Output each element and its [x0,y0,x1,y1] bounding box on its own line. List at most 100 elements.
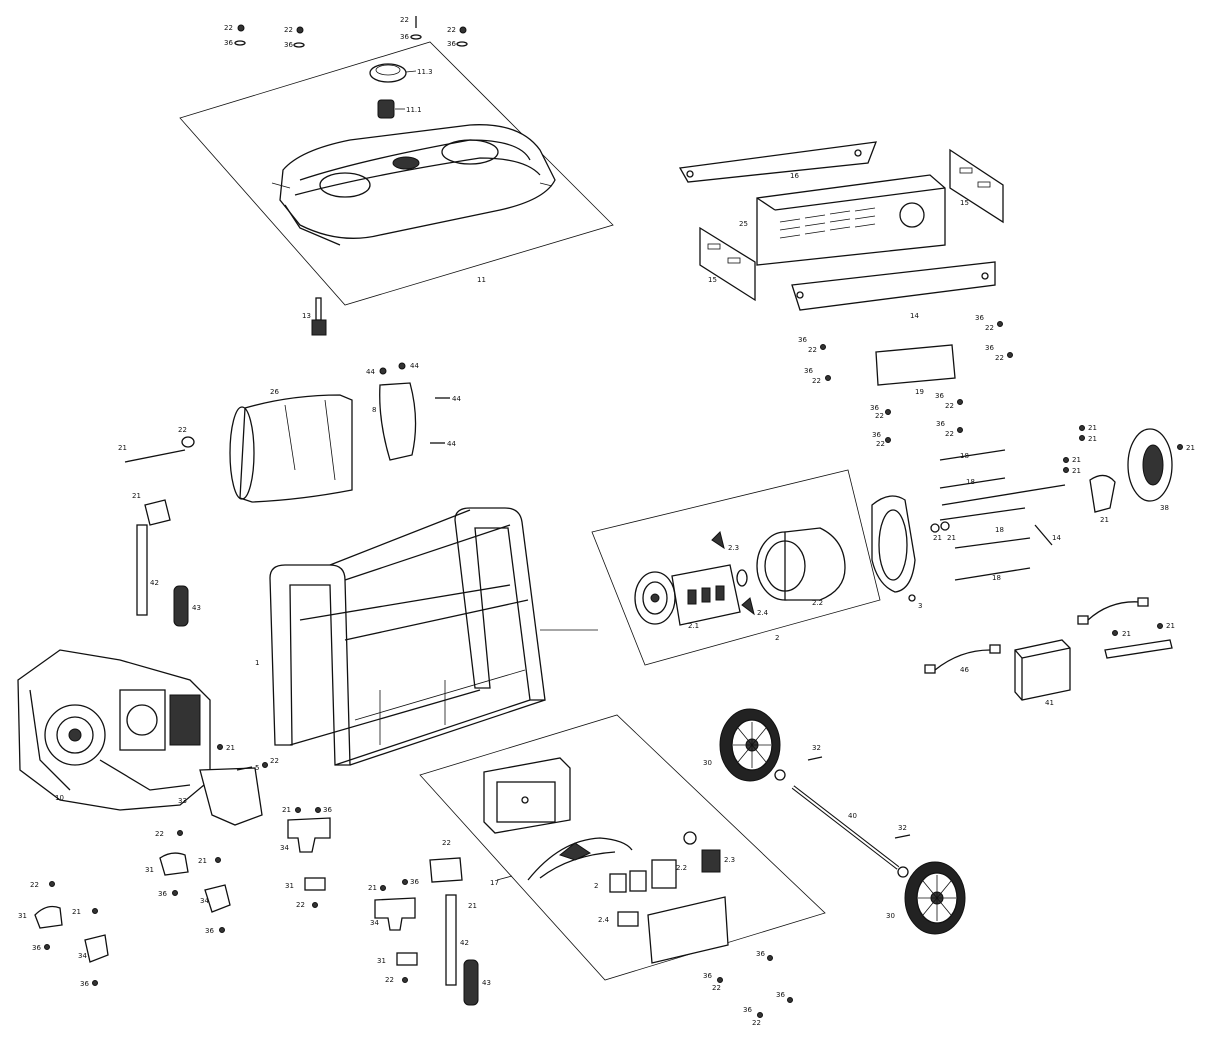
frame: 1 [255,507,598,766]
callout-washer-1: 36 [224,39,233,47]
svg-text:22: 22 [712,984,721,992]
svg-text:44: 44 [447,440,456,448]
svg-text:36: 36 [32,944,41,952]
svg-text:18: 18 [966,478,975,486]
end-cover: 3 [871,495,922,610]
callout-side-plate-right: 15 [960,199,969,207]
svg-text:18: 18 [992,574,1001,582]
stator: 2.2 [756,527,846,607]
wire-harness: 46 [924,597,1149,674]
svg-text:22: 22 [296,901,305,909]
callout-engine-shield: 33 [178,797,187,805]
fuel-tank: 11 [271,124,556,284]
svg-text:44: 44 [410,362,419,370]
alternator-plane [591,469,881,666]
tank-cap: 11.3 [369,63,433,83]
svg-text:36: 36 [80,980,89,988]
callout-wheel-lower: 30 [886,912,895,920]
alternator-group: 2.1 2.2 2.3 2.4 2 [591,469,881,666]
svg-text:22: 22 [30,881,39,889]
tank-filter: 11.1 [377,99,422,119]
screw-washer-1: 22 36 [224,24,246,47]
mounts-left-group: 22 31 36 21 34 36 22 31 21 36 34 36 [18,830,231,988]
side-plate-right: 15 [949,148,1004,224]
svg-text:21: 21 [132,492,141,500]
callout-cotter-pin-b: 32 [898,824,907,832]
callout-tank-cap: 11.3 [417,68,433,76]
svg-text:31: 31 [285,882,294,890]
mounts-center-group: 21 36 34 31 22 21 36 34 31 22 22 21 42 4… [280,806,513,1006]
callout-fuel-cock: 13 [302,312,311,320]
svg-text:34: 34 [200,897,209,905]
mount-a: 22 31 36 21 34 36 [145,830,231,935]
svg-text:36: 36 [323,806,332,814]
callout-stator: 2.2 [812,599,823,607]
battery-strap: 21 21 [1104,622,1175,659]
svg-text:21: 21 [72,908,81,916]
svg-text:5: 5 [255,764,259,772]
callout-screw-3: 22 [400,16,409,24]
muffler-bolts: 44 44 44 44 [366,362,461,448]
fan-cover: 38 [1127,428,1173,512]
callout-tank-filter: 11.1 [406,106,422,114]
svg-text:22: 22 [385,976,394,984]
bottom-rail: 14 [791,261,996,320]
cotter-pins: 32 32 [807,744,911,839]
callout-rotor: 2.1 [688,622,699,630]
svg-text:36: 36 [985,344,994,352]
callout-cotter-pin-a: 32 [812,744,821,752]
control-components: 2 2.2 2.3 2.4 [594,831,735,964]
svg-text:34: 34 [370,919,379,927]
callout-handle-grip-right: 43 [482,979,491,987]
callout-side-plate-left: 15 [708,276,717,284]
callout-end-cover: 3 [918,602,922,610]
svg-text:21: 21 [1166,622,1175,630]
callout-top-rail: 16 [790,172,799,180]
svg-text:21: 21 [1186,444,1195,452]
svg-text:22: 22 [876,440,885,448]
callout-fan-cover: 38 [1160,504,1169,512]
svg-text:14: 14 [1052,534,1061,542]
callout-handle-support-left: 42 [150,579,159,587]
wheel-upper: 30 [703,708,781,782]
svg-text:36: 36 [870,404,879,412]
callout-handle-support-right: 42 [460,939,469,947]
handle-support-left: 42 [136,524,159,616]
screw-washer-2: 22 36 [284,26,305,49]
callout-washer-2: 36 [284,41,293,49]
wheel-lower: 30 [886,861,966,935]
svg-text:22: 22 [945,402,954,410]
callout-wire-harness-a: 46 [960,666,969,674]
callout-handle-grip-left: 43 [192,604,201,612]
svg-text:2.2: 2.2 [676,864,687,872]
panel-sheets-group: 16 15 25 15 [678,141,1013,448]
svg-text:36: 36 [743,1006,752,1014]
rotor: 2.1 [634,564,748,630]
handle-parts-right: 22 21 42 43 17 [429,839,513,1006]
callout-mount-rubber-b: 31 [18,912,27,920]
svg-text:21: 21 [947,534,956,542]
svg-text:36: 36 [872,431,881,439]
svg-text:21: 21 [1072,456,1081,464]
callout-bracket-top: 8 [372,406,376,414]
callout-axle: 40 [848,812,857,820]
svg-text:2.4: 2.4 [598,916,610,924]
svg-text:21: 21 [118,444,127,452]
svg-text:22: 22 [945,430,954,438]
svg-text:21: 21 [468,902,477,910]
control-box [483,757,571,834]
screw-washer-4: 22 36 [447,26,468,48]
callout-brush-b: 2.4 [757,609,769,617]
callout-brush-a: 2.3 [728,544,739,552]
callout-frame: 1 [255,659,259,667]
svg-text:22: 22 [752,1019,761,1027]
screw-washer-3: 22 36 [400,16,422,41]
handle-group-left: 21 22 21 42 43 [118,426,201,627]
svg-text:21: 21 [198,857,207,865]
wheel-group: 30 40 32 32 30 [703,708,966,935]
